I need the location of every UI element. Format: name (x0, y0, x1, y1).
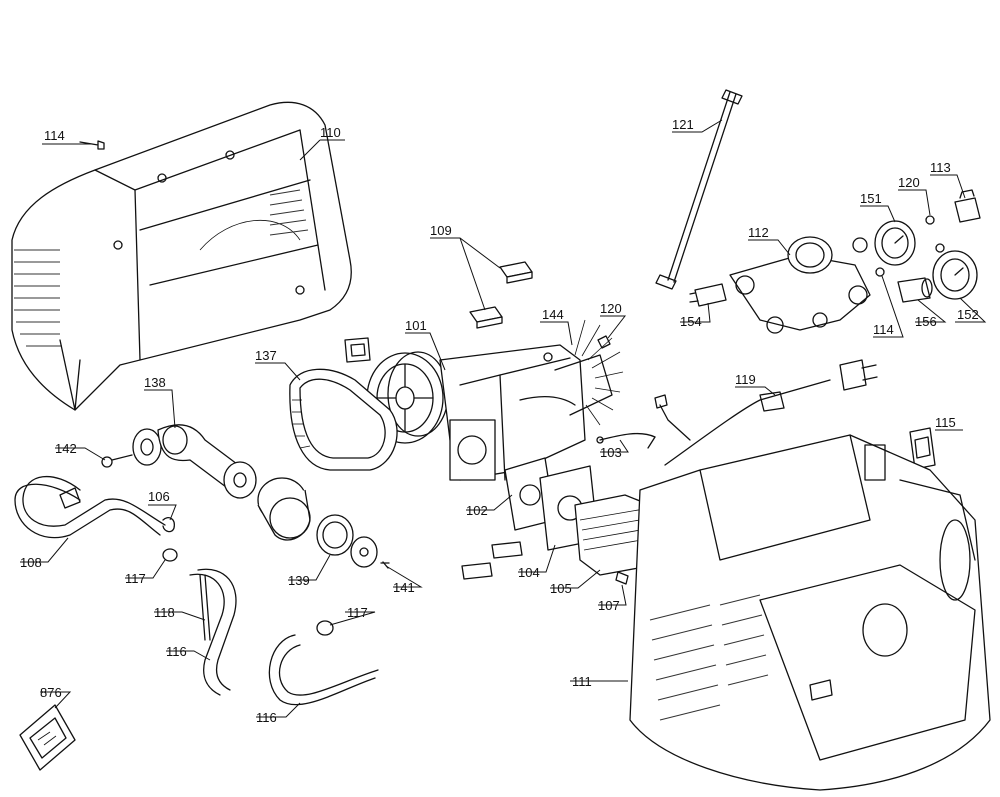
leader-lines (20, 119, 987, 718)
callout-119: 119 (735, 372, 756, 387)
callout-114-left: 114 (44, 128, 65, 143)
wire-part-103 (596, 432, 656, 449)
callout-141: 141 (393, 580, 415, 595)
rod-part-138 (132, 424, 257, 499)
fitting-part-120-top (925, 215, 935, 225)
tube-part-121 (655, 89, 743, 290)
clamp-part-117-left (162, 548, 178, 562)
fitting-part-114-right (875, 267, 885, 277)
callout-labels: 114 110 109 101 144 120 121 120 113 151 … (20, 117, 979, 725)
gauge-part-151 (874, 220, 916, 266)
callout-117-left: 117 (125, 571, 146, 586)
callout-101: 101 (405, 318, 427, 333)
callout-112: 112 (748, 225, 769, 240)
kit-box-part-876 (19, 704, 76, 771)
callout-118: 118 (154, 605, 175, 620)
pads-part-109 (469, 261, 533, 329)
square-pads-lower (461, 541, 523, 580)
callout-104: 104 (518, 565, 540, 580)
hose-part-116-lower (268, 634, 379, 706)
square-pad-near-137 (344, 337, 371, 363)
callout-154: 154 (680, 314, 702, 329)
clamp-part-117-right (316, 620, 334, 636)
callout-115: 115 (935, 415, 956, 430)
callout-106: 106 (148, 489, 170, 504)
regulator-part-113 (954, 189, 981, 223)
clip-part-120-motor (597, 335, 611, 349)
coupler-part-156 (897, 277, 933, 303)
callout-120-motor: 120 (600, 301, 622, 316)
screw-part-142 (101, 454, 133, 468)
screw-part-107 (615, 571, 629, 585)
gauge-part-152 (932, 250, 978, 300)
shroud-part-110 (11, 101, 352, 411)
callout-121: 121 (672, 117, 694, 132)
belt-part-137 (289, 368, 398, 471)
shroud-part-111 (629, 434, 991, 791)
valve-part-154 (689, 283, 727, 307)
callout-116-lower: 116 (256, 710, 277, 725)
callout-105: 105 (550, 581, 572, 596)
callout-151: 151 (860, 191, 882, 206)
callout-152: 152 (957, 307, 979, 322)
screw-part-114-left (79, 140, 105, 150)
callout-156: 156 (915, 314, 937, 329)
motor-part-101 (366, 319, 624, 481)
hose-part-116-upper (189, 568, 237, 696)
callout-876: 876 (40, 685, 62, 700)
callout-137: 137 (255, 348, 277, 363)
callout-117-right: 117 (347, 605, 368, 620)
hose-part-108 (14, 476, 166, 539)
callout-102: 102 (466, 503, 488, 518)
callout-139: 139 (288, 573, 310, 588)
cylinder-part-139 (257, 477, 378, 568)
callout-103: 103 (600, 445, 622, 460)
callout-108: 108 (20, 555, 42, 570)
callout-107: 107 (598, 598, 620, 613)
callout-114-right: 114 (873, 322, 894, 337)
callout-110: 110 (320, 125, 341, 140)
manifold-part-112 (729, 236, 871, 334)
callout-138: 138 (144, 375, 166, 390)
callout-144: 144 (542, 307, 564, 322)
callout-109: 109 (430, 223, 452, 238)
callout-142: 142 (55, 441, 77, 456)
callout-113: 113 (930, 160, 951, 175)
fitting-small-near-151 (935, 243, 945, 253)
callout-120-top: 120 (898, 175, 920, 190)
callout-111: 111 (572, 674, 592, 689)
callout-116-upper: 116 (166, 644, 187, 659)
switch-part-115 (909, 427, 936, 470)
cord-part-119 (654, 359, 878, 466)
clamp-part-106 (162, 517, 175, 533)
strap-part-118 (199, 574, 211, 641)
